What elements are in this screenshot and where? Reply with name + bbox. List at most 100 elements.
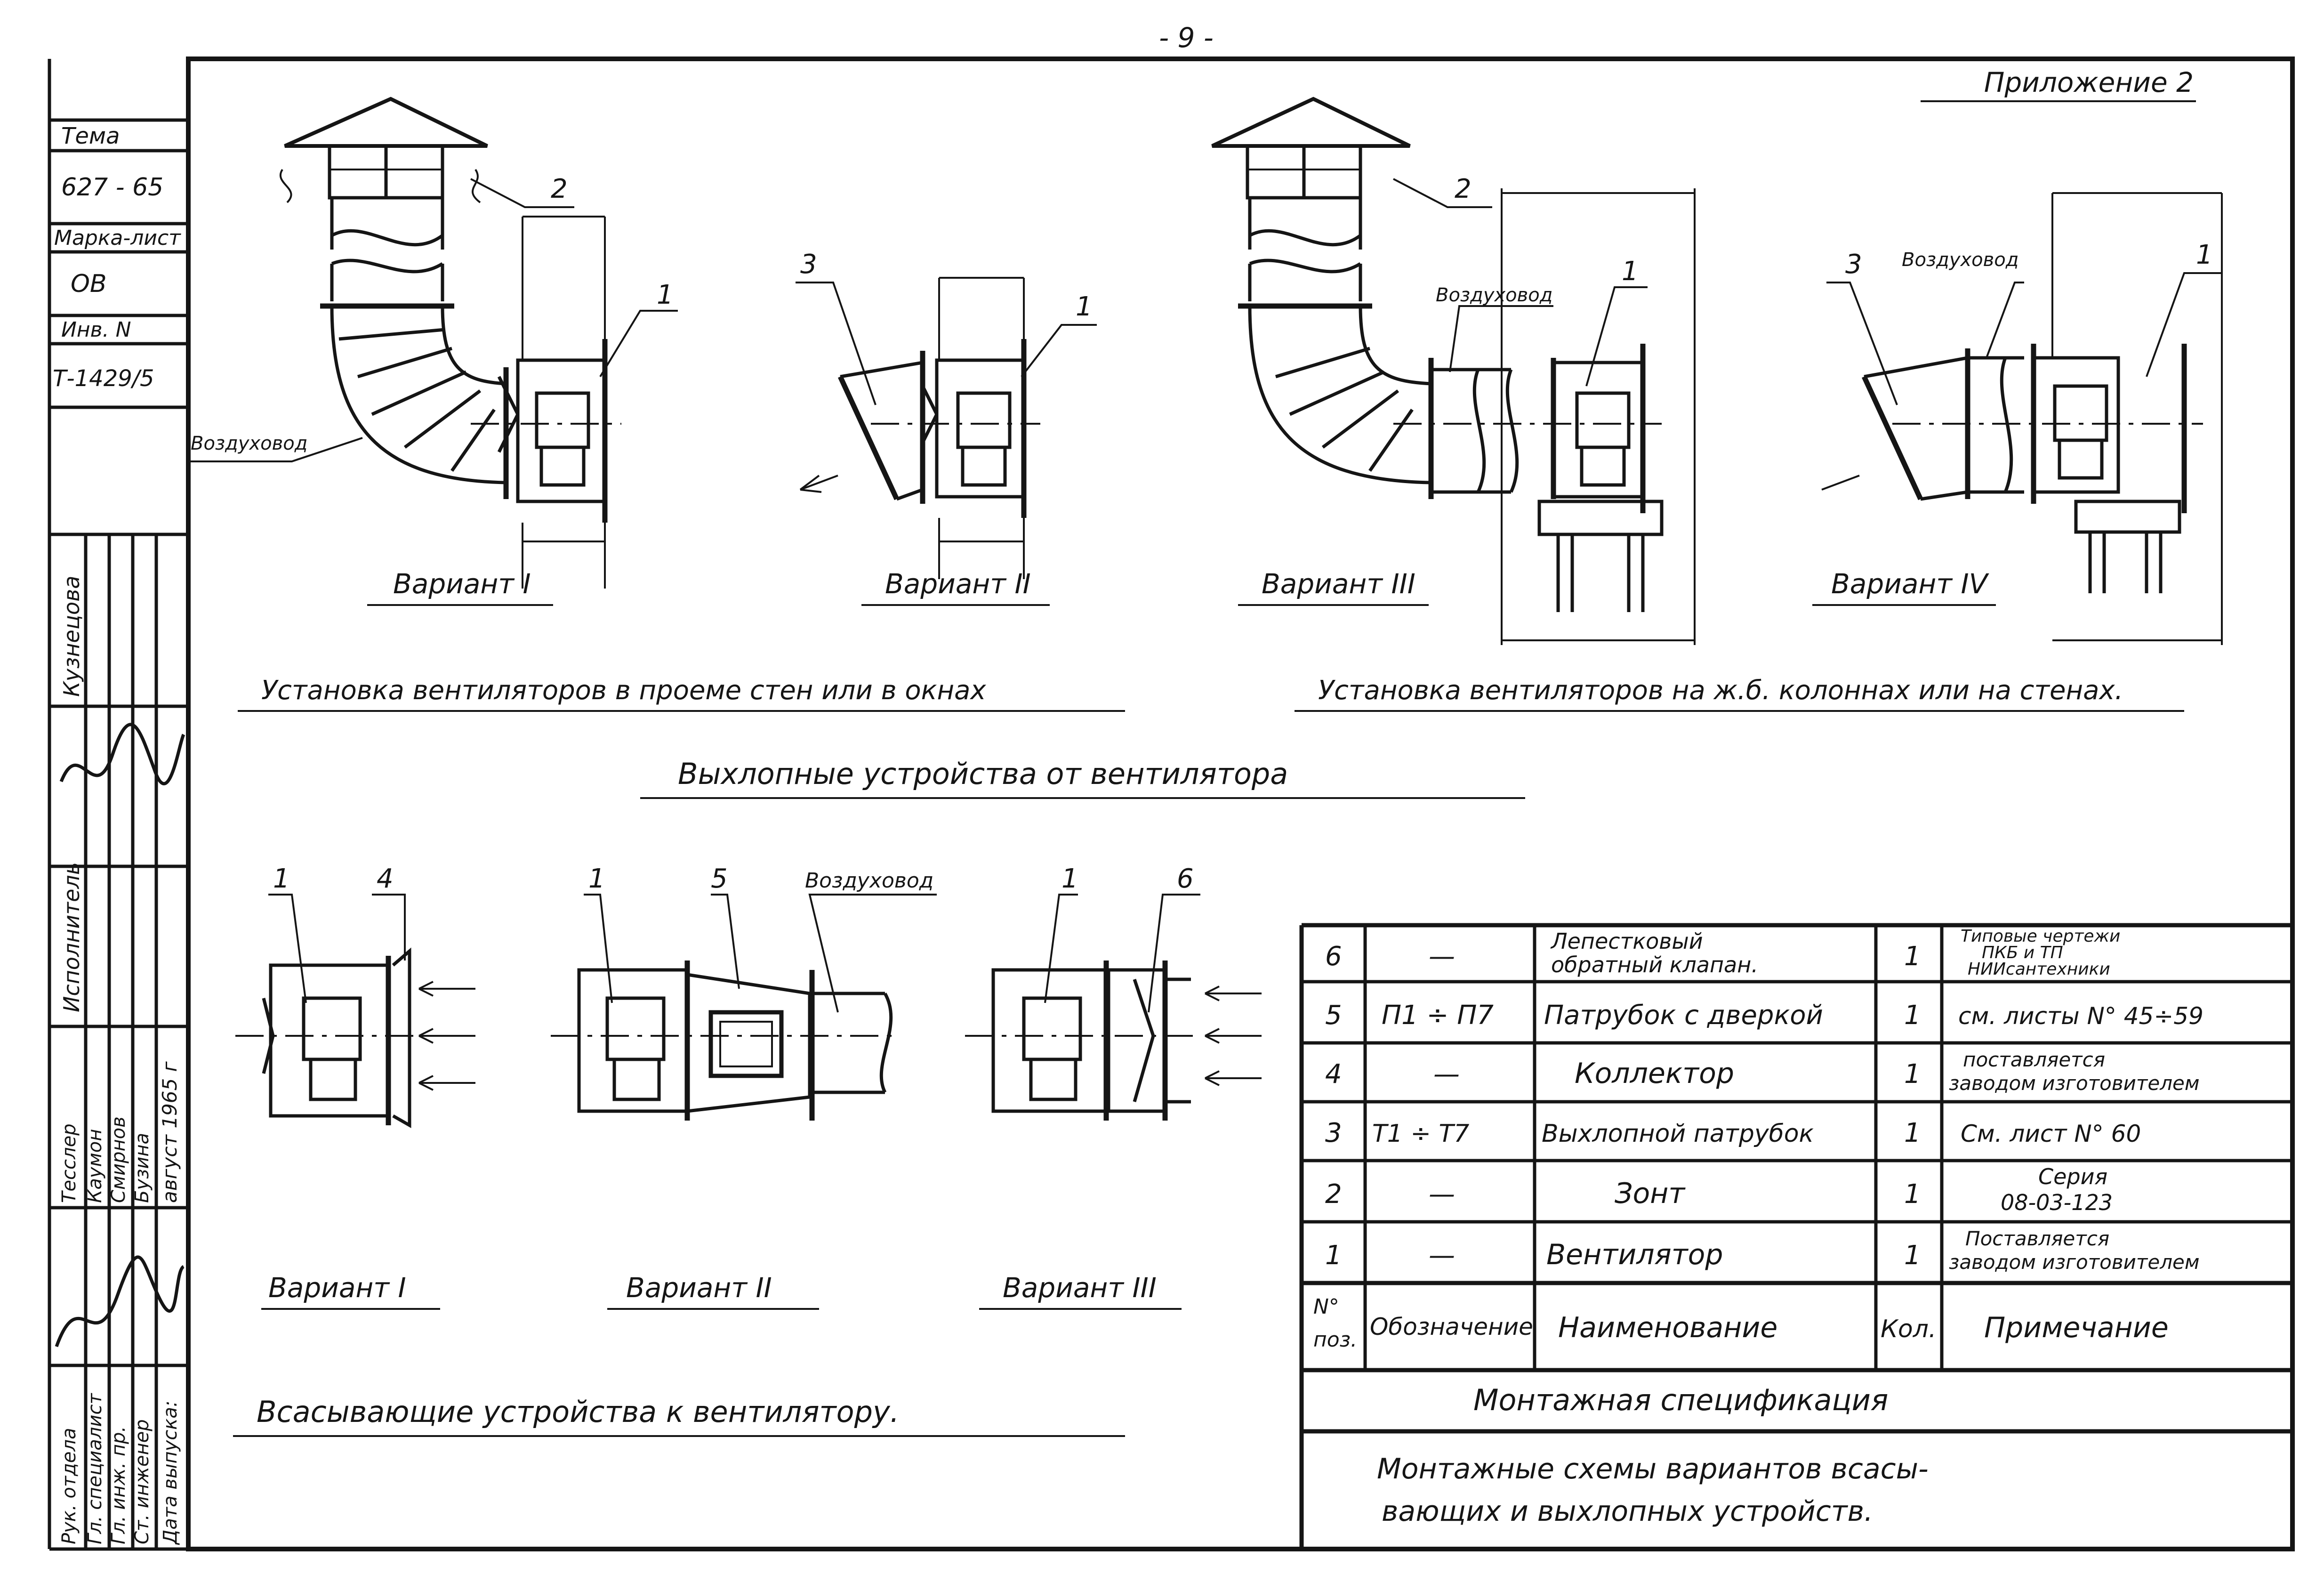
- svg-text:Наименование: Наименование: [1558, 1311, 1777, 1344]
- svg-text:вающих и выхлопных устройств.: вающих и выхлопных устройств.: [1382, 1495, 1873, 1528]
- fan-install-variant-1-drawing: [188, 97, 678, 589]
- page-number: - 9 -: [1159, 22, 1214, 54]
- spec-row-2: 2 — Зонт 1 Серия 08-03-123: [1325, 1164, 2113, 1215]
- spec-row-6-note-line3: НИИсантехники: [1968, 960, 2110, 979]
- stamp-inv-label: Инв. N: [61, 318, 131, 342]
- spec-caption: Монтажная спецификация: [1473, 1383, 1888, 1417]
- spec-header-pos-line1: N°: [1313, 1295, 1339, 1319]
- svg-text:Вариант II: Вариант II: [626, 1272, 772, 1304]
- svg-text:6: 6: [1325, 941, 1342, 972]
- specification-table: [1299, 923, 2292, 1549]
- svg-text:1: 1: [1904, 1240, 1921, 1271]
- air-duct-label: Воздуховод: [805, 869, 933, 893]
- svg-text:Примечание: Примечание: [1984, 1311, 2169, 1344]
- spec-row-1-note-line1: Поставляется: [1965, 1227, 2109, 1250]
- stamp-tema-value: 627 - 65: [61, 173, 163, 202]
- side-role-2: Гл. специалист: [84, 1393, 106, 1544]
- callout-1: 1: [657, 280, 674, 310]
- callout-5: 5: [711, 864, 728, 894]
- svg-text:Коллектор: Коллектор: [1575, 1057, 1734, 1090]
- side-name-3: Смирнов: [108, 1116, 129, 1203]
- signature-scribble: [55, 1255, 185, 1348]
- caption-column-install: Установка вентиляторов на ж.б. колоннах …: [1295, 675, 2184, 712]
- svg-text:См. лист N° 60: См. лист N° 60: [1961, 1120, 2141, 1147]
- side-name-1: Тесслер: [58, 1123, 80, 1203]
- stamp-marka-value: ОВ: [71, 270, 107, 298]
- air-duct-label: Воздуховод: [1902, 249, 2018, 271]
- spec-row-4-note-line2: заводом изготовителем: [1949, 1072, 2200, 1095]
- svg-text:Кол.: Кол.: [1881, 1315, 1937, 1343]
- variant-4-label: Вариант IV: [1812, 568, 1996, 606]
- svg-text:1: 1: [1904, 1179, 1921, 1210]
- spec-row-4-note-line1: поставляется: [1963, 1048, 2105, 1071]
- svg-text:Вариант III: Вариант III: [1262, 568, 1415, 600]
- svg-text:Приложение 2: Приложение 2: [1984, 66, 2194, 98]
- svg-text:—: —: [1429, 941, 1455, 972]
- callout-1: 1: [1622, 256, 1639, 287]
- spec-row-6: 6 — Лепестковый обратный клапан. 1 Типов…: [1325, 927, 2120, 979]
- suction-variant-2-label: Вариант II: [607, 1272, 819, 1310]
- svg-text:Монтажная спецификация: Монтажная спецификация: [1473, 1383, 1888, 1417]
- side-name-5: август 1965 г: [158, 1061, 181, 1203]
- fan-install-variant-2-drawing: [796, 277, 1097, 579]
- side-role-1: Рук. отдела: [58, 1428, 80, 1545]
- suction-variant-1-label: Вариант I: [261, 1272, 440, 1310]
- air-duct-label: Воздуховод: [1436, 284, 1552, 306]
- svg-text:2: 2: [1325, 1179, 1342, 1210]
- side-name-4: Бузина: [131, 1133, 153, 1203]
- spec-row-6-note-line1: Типовые чертежи: [1961, 927, 2120, 946]
- svg-text:Вариант I: Вариант I: [268, 1272, 406, 1304]
- spec-row-6-name-line2: обратный клапан.: [1551, 952, 1758, 977]
- appendix-label: Приложение 2: [1921, 66, 2196, 102]
- callout-2: 2: [551, 174, 568, 204]
- spec-header-row: N° поз. Обозначение Наименование Кол. Пр…: [1313, 1295, 2169, 1352]
- svg-text:Вариант III: Вариант III: [1003, 1272, 1157, 1304]
- suction-variant-2-drawing: [551, 894, 937, 1121]
- side-role-5: Дата выпуска:: [160, 1401, 181, 1545]
- svg-text:Монтажные схемы вариантов всас: Монтажные схемы вариантов всасы-: [1377, 1453, 1929, 1485]
- svg-text:4: 4: [1325, 1059, 1342, 1090]
- spec-row-5: 5 П1 ÷ П7 Патрубок с дверкой 1 см. листы…: [1325, 1000, 2203, 1031]
- callout-3: 3: [800, 249, 817, 280]
- svg-text:Вариант I: Вариант I: [393, 568, 531, 600]
- side-name-2: Каумон: [84, 1129, 106, 1203]
- suction-variant-1-drawing: [235, 894, 475, 1129]
- svg-text:—: —: [1429, 1179, 1455, 1210]
- suction-variant-3-drawing: [965, 894, 1262, 1121]
- spec-header-pos-line2: поз.: [1313, 1328, 1357, 1352]
- svg-text:см. листы N° 45÷59: см. листы N° 45÷59: [1958, 1002, 2203, 1030]
- callout-1: 1: [588, 864, 605, 894]
- svg-text:Т1 ÷ Т7: Т1 ÷ Т7: [1372, 1120, 1469, 1148]
- stamp-tema-label: Тема: [61, 123, 120, 149]
- stamp-inv-value: Т-1429/5: [53, 365, 154, 392]
- spec-row-1: 1 — Вентилятор 1 Поставляется заводом из…: [1325, 1227, 2200, 1274]
- side-role-3: Гл. инж. пр.: [108, 1426, 129, 1544]
- drawing-frame: [186, 56, 2295, 1551]
- svg-text:Вариант IV: Вариант IV: [1831, 568, 1990, 600]
- fan-install-variant-4-drawing: [1821, 192, 2223, 645]
- svg-text:Всасывающие устройства к венти: Всасывающие устройства к вентилятору.: [257, 1395, 899, 1429]
- svg-text:—: —: [1433, 1059, 1460, 1090]
- svg-text:1: 1: [1325, 1240, 1342, 1271]
- svg-text:Установка вентиляторов на ж.б.: Установка вентиляторов на ж.б. колоннах …: [1318, 675, 2123, 706]
- variant-2-label: Вариант II: [861, 568, 1050, 606]
- svg-text:Выхлопной патрубок: Выхлопной патрубок: [1542, 1120, 1814, 1148]
- callout-4: 4: [377, 864, 394, 894]
- svg-text:3: 3: [1325, 1118, 1342, 1148]
- svg-text:1: 1: [1904, 1059, 1921, 1090]
- svg-text:1: 1: [1904, 941, 1921, 972]
- callout-1: 1: [273, 864, 290, 894]
- svg-text:Установка вентиляторов в проем: Установка вентиляторов в проеме стен или…: [261, 675, 986, 706]
- air-duct-label: Воздуховод: [191, 433, 307, 454]
- spec-row-2-note-line2: 08-03-123: [2001, 1190, 2113, 1215]
- callout-1: 1: [1061, 864, 1078, 894]
- side-role-4: Ст. инженер: [131, 1419, 153, 1544]
- spec-row-6-name-line1: Лепестковый: [1550, 928, 1703, 954]
- callout-2: 2: [1455, 174, 1472, 204]
- spec-row-1-note-line2: заводом изготовителем: [1949, 1251, 2200, 1274]
- callout-6: 6: [1177, 864, 1194, 894]
- stamp-marka-label: Марка-лист: [54, 226, 181, 250]
- callout-3: 3: [1845, 249, 1862, 280]
- side-ispolnitel: Исполнитель: [59, 862, 84, 1012]
- svg-text:П1 ÷ П7: П1 ÷ П7: [1382, 1000, 1494, 1031]
